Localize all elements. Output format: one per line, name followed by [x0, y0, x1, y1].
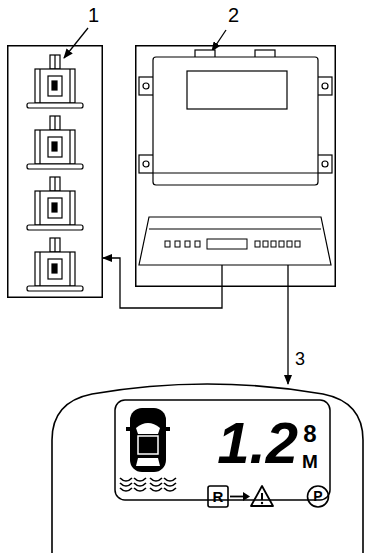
illustration: [135, 45, 336, 287]
connector-pin: [185, 241, 190, 247]
sensor-symbol: [27, 238, 83, 291]
connector-pin: [287, 241, 292, 247]
sensor-symbol: [27, 55, 83, 108]
car-symbol: [126, 408, 170, 472]
connector-pin: [295, 241, 300, 247]
connector: [287, 287, 288, 384]
callout-number: 2: [228, 5, 242, 25]
connector-pin: [279, 241, 284, 247]
node-box: 2: [135, 45, 336, 287]
callout-number: 3: [293, 350, 307, 368]
connector-pin: [271, 241, 276, 247]
warning-symbol: [251, 486, 273, 506]
connector-pin: [165, 241, 170, 247]
gear-box-symbol: [208, 486, 228, 507]
display-screen: [115, 400, 330, 500]
leader-line: [64, 28, 88, 58]
panel-outline: [136, 46, 336, 287]
node-box: 1: [7, 45, 103, 298]
sensor-symbol: [27, 116, 83, 169]
connector-pin: [195, 241, 200, 247]
leader-line: [212, 30, 226, 51]
sensor-wave-symbol: [120, 478, 176, 491]
arrow-symbol: [230, 492, 250, 501]
node-box: 1.28M R P: [50, 372, 365, 553]
display-bezel: [52, 384, 363, 553]
control-unit-symbol: [139, 50, 332, 265]
parking-letter: P: [308, 486, 329, 507]
gear-letter: R: [208, 486, 228, 507]
sensor-symbol: [27, 177, 83, 230]
illustration: [7, 45, 103, 298]
parking-circle-symbol: [308, 486, 329, 507]
panel-outline: [8, 46, 103, 298]
wire: [221, 265, 222, 287]
callout-number: 1: [88, 5, 102, 25]
unit-digit: 8: [300, 422, 320, 446]
connector-pin: [263, 241, 268, 247]
connector-pin: [175, 241, 180, 247]
unit-text: M: [300, 452, 320, 471]
connector-window: [207, 239, 247, 249]
distance-readout: 1.2: [212, 414, 298, 472]
wire: [287, 265, 288, 287]
connector-pin: [255, 241, 260, 247]
